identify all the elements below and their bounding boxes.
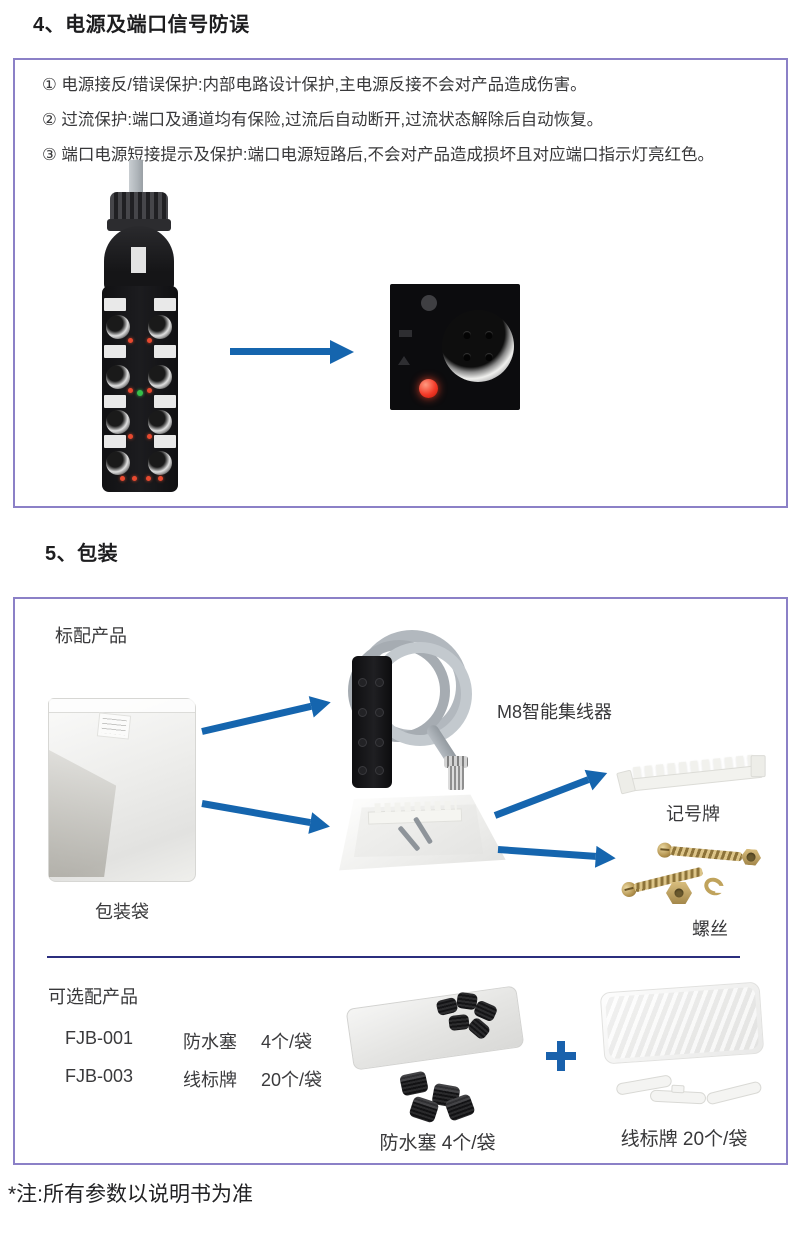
m8-port-icon bbox=[148, 365, 172, 389]
m8-port-icon bbox=[106, 365, 130, 389]
bag-label-icon bbox=[96, 712, 132, 740]
optional-products-label: 可选配产品 bbox=[48, 987, 138, 1007]
name-text: 防水塞 bbox=[183, 1032, 237, 1052]
connector-nut-icon bbox=[444, 756, 468, 768]
m8-port-icon bbox=[148, 315, 172, 339]
m8-port-icon bbox=[148, 410, 172, 434]
hub-device-photo bbox=[96, 160, 182, 494]
green-led-icon bbox=[137, 390, 143, 396]
m8-port-icon bbox=[148, 451, 172, 475]
port-closeup-photo bbox=[390, 284, 520, 410]
qty-text: 4个/袋 bbox=[261, 1032, 313, 1052]
nut-icon bbox=[666, 882, 692, 904]
label-patch-icon bbox=[154, 435, 176, 448]
protection-point-1: ① 电源接反/错误保护:内部电路设计保护,主电源反接不会对产品造成伤害。 bbox=[42, 76, 587, 94]
label-patch-icon bbox=[154, 298, 176, 311]
label-patch-icon bbox=[104, 345, 126, 358]
divider-line bbox=[47, 956, 740, 958]
tray-photo bbox=[328, 792, 513, 880]
m8-port-icon bbox=[106, 410, 130, 434]
red-led-icon bbox=[146, 476, 151, 481]
label-patch-icon bbox=[154, 395, 176, 408]
hub-cable-photo bbox=[338, 630, 490, 792]
washer-icon bbox=[701, 874, 727, 899]
embossed-mark-icon bbox=[398, 356, 410, 365]
marker-end-icon bbox=[750, 755, 766, 778]
m8-port-icon bbox=[106, 451, 130, 475]
embossed-mark-icon bbox=[399, 330, 412, 337]
optional-row-2: FJB-003 线标牌 20个/袋 bbox=[65, 1066, 322, 1092]
cable-gland-icon bbox=[110, 192, 168, 222]
plug-icon bbox=[448, 1013, 470, 1032]
red-led-icon bbox=[147, 434, 152, 439]
hub-caption: M8智能集线器 bbox=[497, 702, 613, 722]
red-led-icon bbox=[132, 476, 137, 481]
plug-caption: 防水塞 4个/袋 bbox=[379, 1133, 496, 1154]
label-patch-icon bbox=[154, 345, 176, 358]
pin-hole-icon bbox=[485, 331, 493, 339]
label-patch-icon bbox=[104, 298, 126, 311]
plug-bag-icon bbox=[345, 985, 525, 1071]
m8-port-icon bbox=[106, 315, 130, 339]
tag-bag-photo bbox=[598, 981, 770, 1123]
protection-point-3: ③ 端口电源短接提示及保护:端口电源短路后,不会对产品造成损坏且对应端口指示灯亮… bbox=[42, 146, 715, 164]
hub-body-icon bbox=[352, 656, 392, 788]
model-text: FJB-001 bbox=[65, 1028, 134, 1048]
model-text: FJB-003 bbox=[65, 1066, 134, 1086]
red-led-icon bbox=[158, 476, 163, 481]
screws-photo bbox=[612, 832, 772, 918]
dark-led-icon bbox=[421, 295, 437, 311]
pin-hole-icon bbox=[463, 353, 471, 361]
label-patch-icon bbox=[104, 395, 126, 408]
red-led-icon bbox=[419, 379, 438, 398]
metal-connector-icon bbox=[448, 766, 464, 790]
red-led-icon bbox=[128, 434, 133, 439]
tag-icon bbox=[705, 1080, 763, 1106]
name-text: 线标牌 bbox=[183, 1070, 237, 1090]
red-led-icon bbox=[120, 476, 125, 481]
packaging-bag-photo bbox=[48, 698, 196, 882]
m8-port-ring-icon bbox=[442, 310, 514, 382]
qty-text: 20个/袋 bbox=[261, 1070, 323, 1090]
arrow-right-icon bbox=[230, 348, 330, 355]
label-patch-icon bbox=[104, 435, 126, 448]
tag-icon bbox=[649, 1084, 707, 1105]
device-body-icon bbox=[102, 286, 178, 492]
tag-bag-icon bbox=[599, 981, 765, 1065]
optional-row-1: FJB-001 防水塞 4个/袋 bbox=[65, 1028, 312, 1054]
standard-products-label: 标配产品 bbox=[55, 626, 127, 646]
bag-caption: 包装袋 bbox=[95, 902, 149, 922]
protection-points: ① 电源接反/错误保护:内部电路设计保护,主电源反接不会对产品造成伤害。 ② 过… bbox=[42, 68, 714, 173]
gland-ring-icon bbox=[107, 219, 171, 231]
section4-title: 4、电源及端口信号防误 bbox=[33, 14, 250, 36]
screws-caption: 螺丝 bbox=[692, 919, 728, 939]
device-top-label-icon bbox=[131, 247, 146, 273]
plug-icon bbox=[399, 1070, 429, 1097]
plug-bag-photo bbox=[345, 985, 530, 1125]
pin-hole-icon bbox=[485, 353, 493, 361]
tag-caption: 线标牌 20个/袋 bbox=[620, 1129, 748, 1150]
red-led-icon bbox=[147, 388, 152, 393]
section5-title: 5、包装 bbox=[45, 543, 119, 565]
plus-icon bbox=[546, 1041, 576, 1071]
red-led-icon bbox=[147, 338, 152, 343]
protection-point-2: ② 过流保护:端口及通道均有保险,过流后自动断开,过流状态解除后自动恢复。 bbox=[42, 111, 604, 129]
cable-icon bbox=[129, 160, 143, 198]
footnote: *注:所有参数以说明书为准 bbox=[8, 1183, 254, 1206]
red-led-icon bbox=[128, 338, 133, 343]
red-led-icon bbox=[128, 388, 133, 393]
marker-caption: 记号牌 bbox=[666, 804, 720, 824]
pin-hole-icon bbox=[463, 331, 471, 339]
